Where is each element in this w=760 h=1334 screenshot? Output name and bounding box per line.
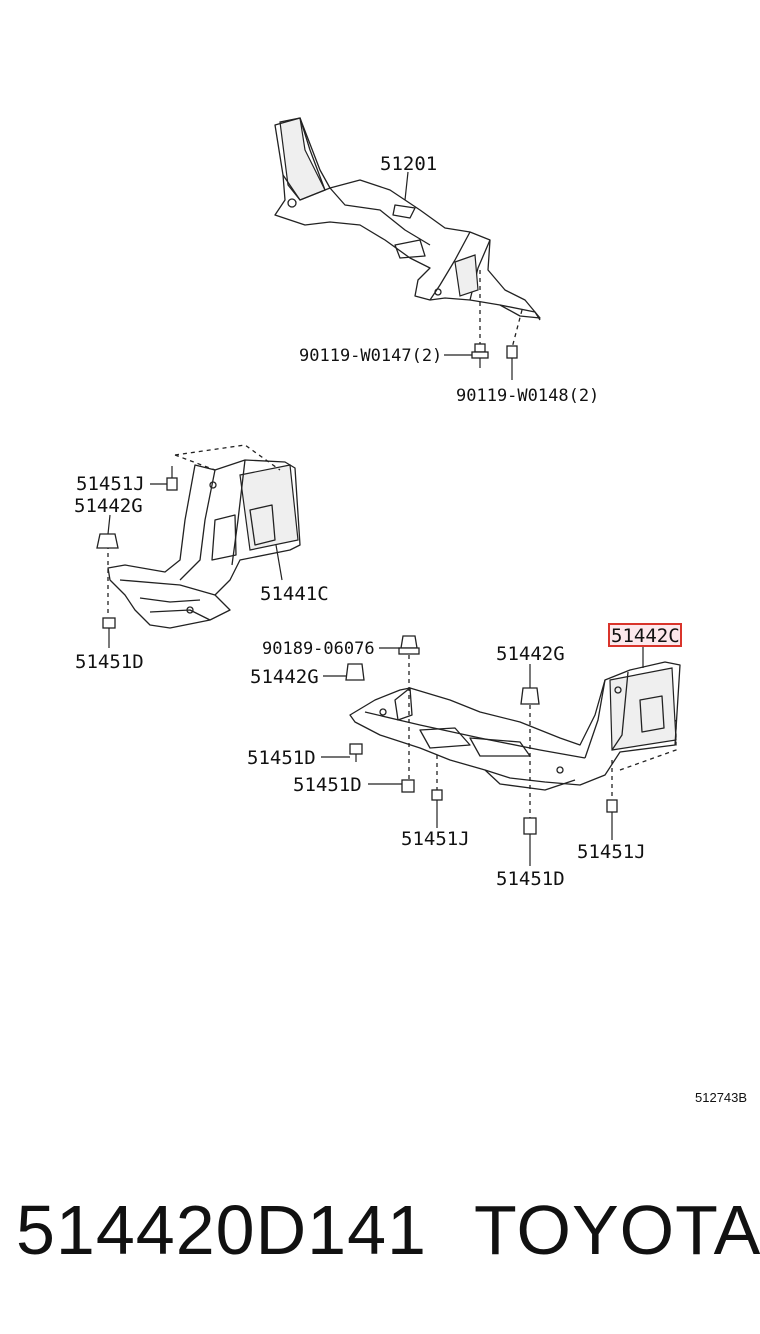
callout-right-51451j[interactable]: 51451J xyxy=(577,841,646,863)
callout-51442c-highlighted[interactable]: 51442C xyxy=(611,625,680,647)
mid-bolt-d-b-icon xyxy=(401,779,415,793)
callout-90119-w0147[interactable]: 90119-W0147(2) xyxy=(299,346,442,366)
diagram-code: 512743B xyxy=(695,1090,748,1105)
bolt-w0147-icon xyxy=(471,343,489,368)
right-bolt-j-icon xyxy=(606,799,618,840)
callout-left-51442g[interactable]: 51442G xyxy=(74,495,143,517)
callout-mid-51451d-b[interactable]: 51451D xyxy=(293,774,362,796)
brand-name: TOYOTA xyxy=(474,1191,760,1269)
mid-clip-g-icon xyxy=(345,663,365,681)
clip-06076-icon xyxy=(398,635,420,655)
callout-90119-w0148[interactable]: 90119-W0148(2) xyxy=(456,386,599,406)
right-bolt-d-icon xyxy=(523,817,537,866)
callout-mid-51442g[interactable]: 51442G xyxy=(250,666,319,688)
callout-51201[interactable]: 51201 xyxy=(380,153,437,175)
right-clip-g-icon xyxy=(520,687,540,705)
footer: 514420D141 TOYOTA xyxy=(0,1190,760,1280)
left-clip-g-icon xyxy=(96,533,119,549)
left-engine-cover-part[interactable] xyxy=(107,459,301,629)
callout-mid-51451j[interactable]: 51451J xyxy=(401,828,470,850)
bolt-w0148-icon xyxy=(506,345,518,380)
callout-right-51451d[interactable]: 51451D xyxy=(496,868,565,890)
callout-51441c[interactable]: 51441C xyxy=(260,583,329,605)
main-engine-under-cover-part[interactable] xyxy=(349,661,681,791)
part-number: 514420D141 xyxy=(16,1191,427,1269)
left-bolt-d-icon xyxy=(102,617,116,648)
callout-90189-06076[interactable]: 90189-06076 xyxy=(262,639,375,659)
callout-left-51451j[interactable]: 51451J xyxy=(76,473,145,495)
callout-right-51442g[interactable]: 51442G xyxy=(496,643,565,665)
left-bolt-j-icon xyxy=(166,466,178,491)
crossmember-part[interactable] xyxy=(274,117,541,321)
mid-bolt-d-a-icon xyxy=(349,743,363,762)
mid-bolt-j-icon xyxy=(431,789,443,828)
callout-left-51451d[interactable]: 51451D xyxy=(75,651,144,673)
highlight-box xyxy=(608,623,682,647)
callout-mid-51451d-a[interactable]: 51451D xyxy=(247,747,316,769)
